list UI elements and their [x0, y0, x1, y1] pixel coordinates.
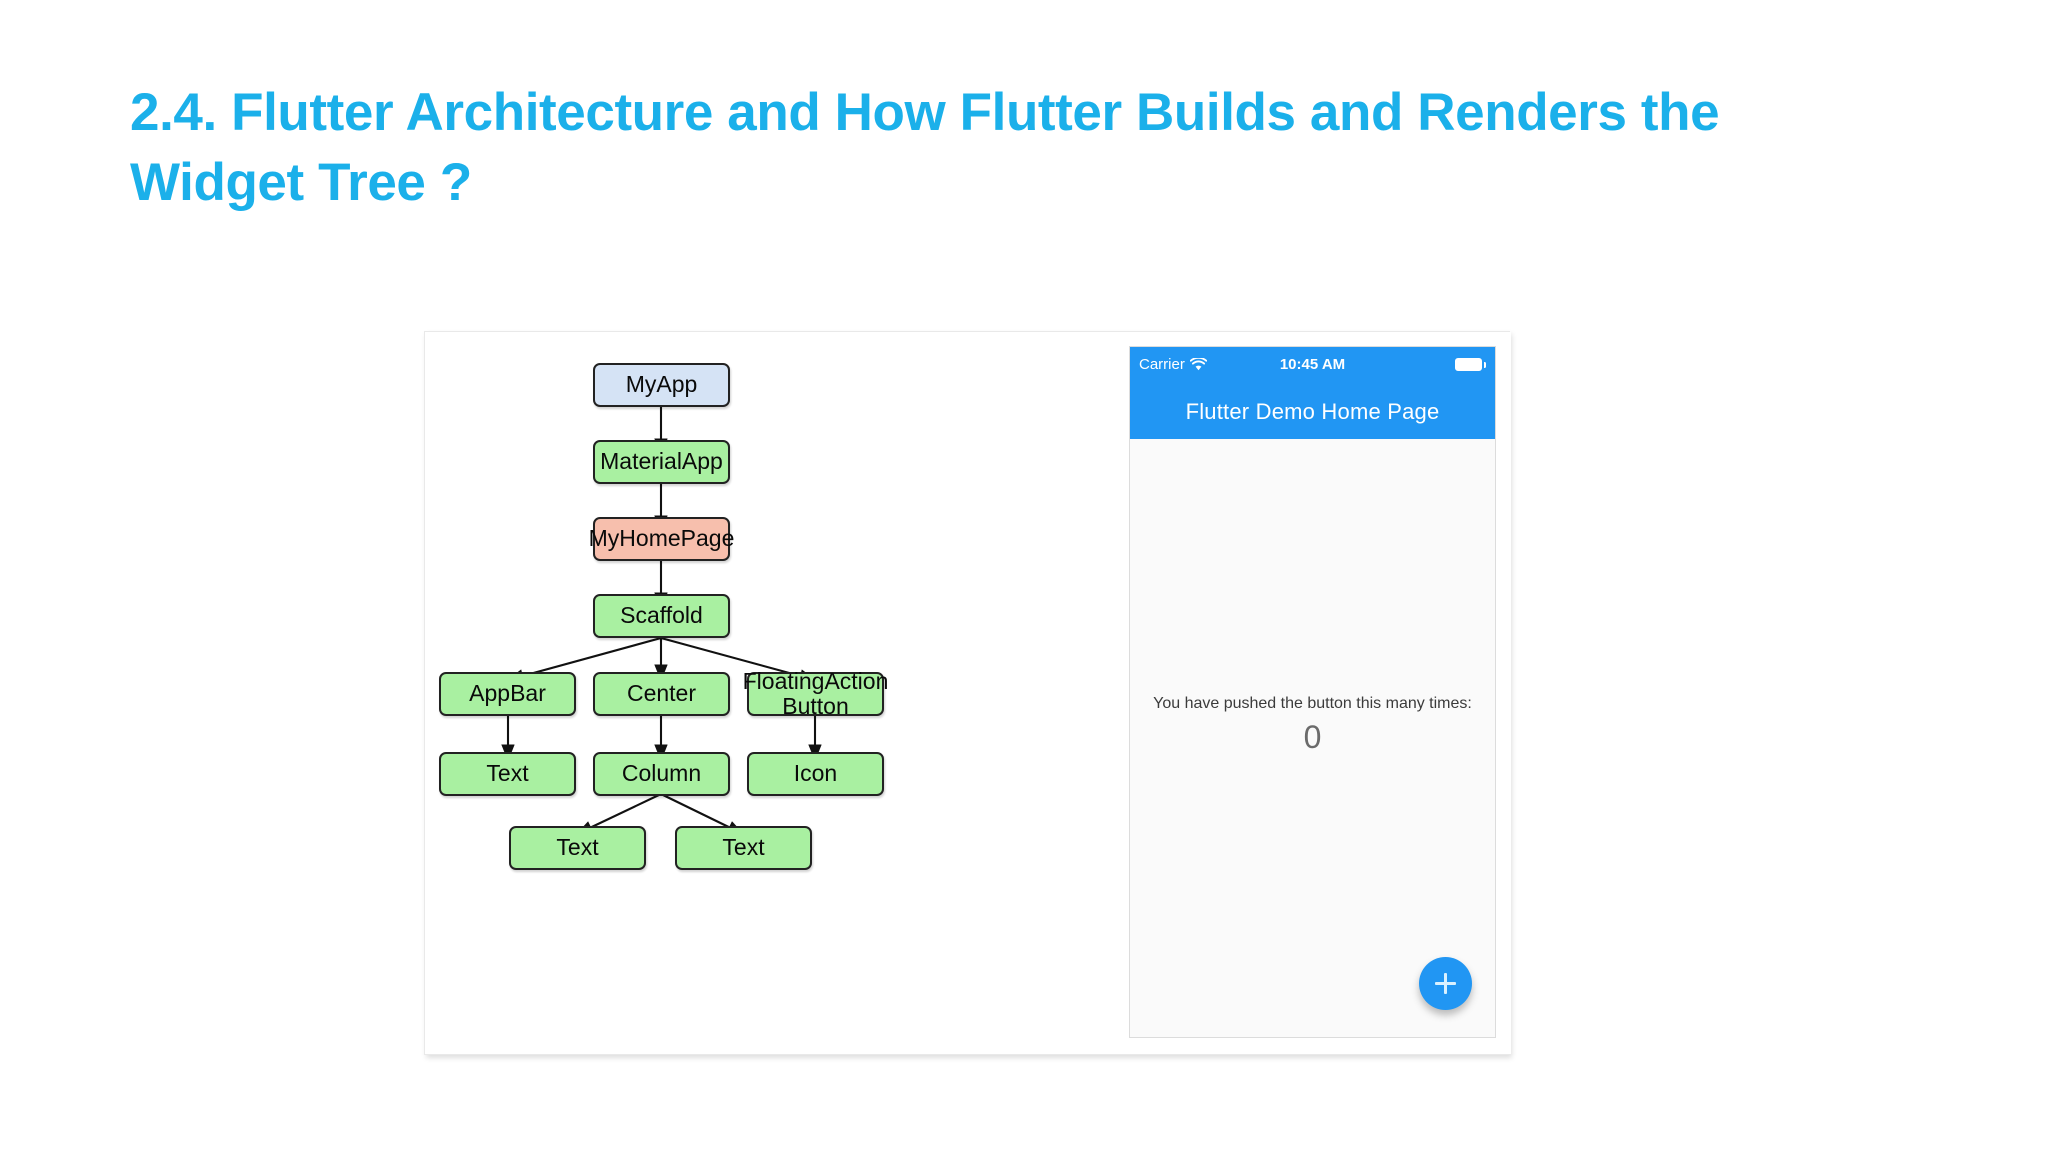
phone-mockup: Carrier 10:45 AM Flutter Demo Home Page [1113, 332, 1511, 1054]
tree-node-label: MyApp [625, 371, 698, 398]
tree-node-label-line1: FloatingAction [742, 668, 889, 695]
tree-node-label: Icon [793, 760, 838, 787]
floating-action-button[interactable] [1419, 957, 1472, 1010]
battery-icon [1455, 358, 1486, 371]
battery-tip [1483, 361, 1486, 368]
phone-screen: Carrier 10:45 AM Flutter Demo Home Page [1129, 346, 1496, 1038]
tree-node-label: MyHomePage [588, 525, 735, 552]
tree-node-text-column-2[interactable]: Text [675, 826, 812, 870]
tree-node-myhomepage[interactable]: MyHomePage [589, 517, 734, 561]
tree-node-icon[interactable]: Icon [747, 752, 884, 796]
tree-node-label: Text [556, 834, 599, 861]
counter-block: You have pushed the button this many tim… [1130, 695, 1495, 756]
tree-node-label: Center [626, 680, 697, 707]
tree-node-column[interactable]: Column [593, 752, 730, 796]
counter-value: 0 [1303, 719, 1322, 755]
tree-node-myapp[interactable]: MyApp [593, 363, 730, 407]
tree-node-materialapp[interactable]: MaterialApp [593, 440, 730, 484]
tree-node-text-column-1[interactable]: Text [509, 826, 646, 870]
plus-icon [1435, 973, 1456, 994]
status-carrier-group: Carrier [1139, 356, 1207, 373]
tree-node-appbar[interactable]: AppBar [439, 672, 576, 716]
tree-node-label: Text [722, 834, 765, 861]
status-time: 10:45 AM [1279, 356, 1346, 373]
status-bar: Carrier 10:45 AM [1130, 347, 1495, 384]
app-bar: Flutter Demo Home Page [1130, 384, 1495, 439]
battery-body [1455, 358, 1482, 371]
app-bar-title: Flutter Demo Home Page [1185, 398, 1440, 424]
tree-node-label: Text [486, 760, 529, 787]
tree-node-label: Scaffold [620, 602, 703, 629]
tree-node-label: Column [621, 760, 702, 787]
figure-card: MyApp MaterialApp MyHomePage Scaffold Ap… [424, 331, 1511, 1055]
tree-node-center[interactable]: Center [593, 672, 730, 716]
tree-node-floatingactionbutton[interactable]: FloatingAction Button [743, 669, 889, 719]
carrier-label: Carrier [1139, 356, 1185, 373]
counter-label: You have pushed the button this many tim… [1153, 695, 1472, 712]
phone-body: You have pushed the button this many tim… [1130, 439, 1495, 1037]
tree-node-label: AppBar [469, 680, 546, 707]
widget-tree-diagram: MyApp MaterialApp MyHomePage Scaffold Ap… [425, 332, 1097, 1054]
tree-node-text-appbar[interactable]: Text [439, 752, 576, 796]
wifi-icon [1189, 358, 1207, 371]
page-title: 2.4. Flutter Architecture and How Flutte… [130, 83, 1720, 212]
tree-node-label-line2: Button [782, 693, 849, 719]
tree-node-scaffold[interactable]: Scaffold [593, 594, 730, 638]
tree-node-label: MaterialApp [600, 448, 723, 475]
